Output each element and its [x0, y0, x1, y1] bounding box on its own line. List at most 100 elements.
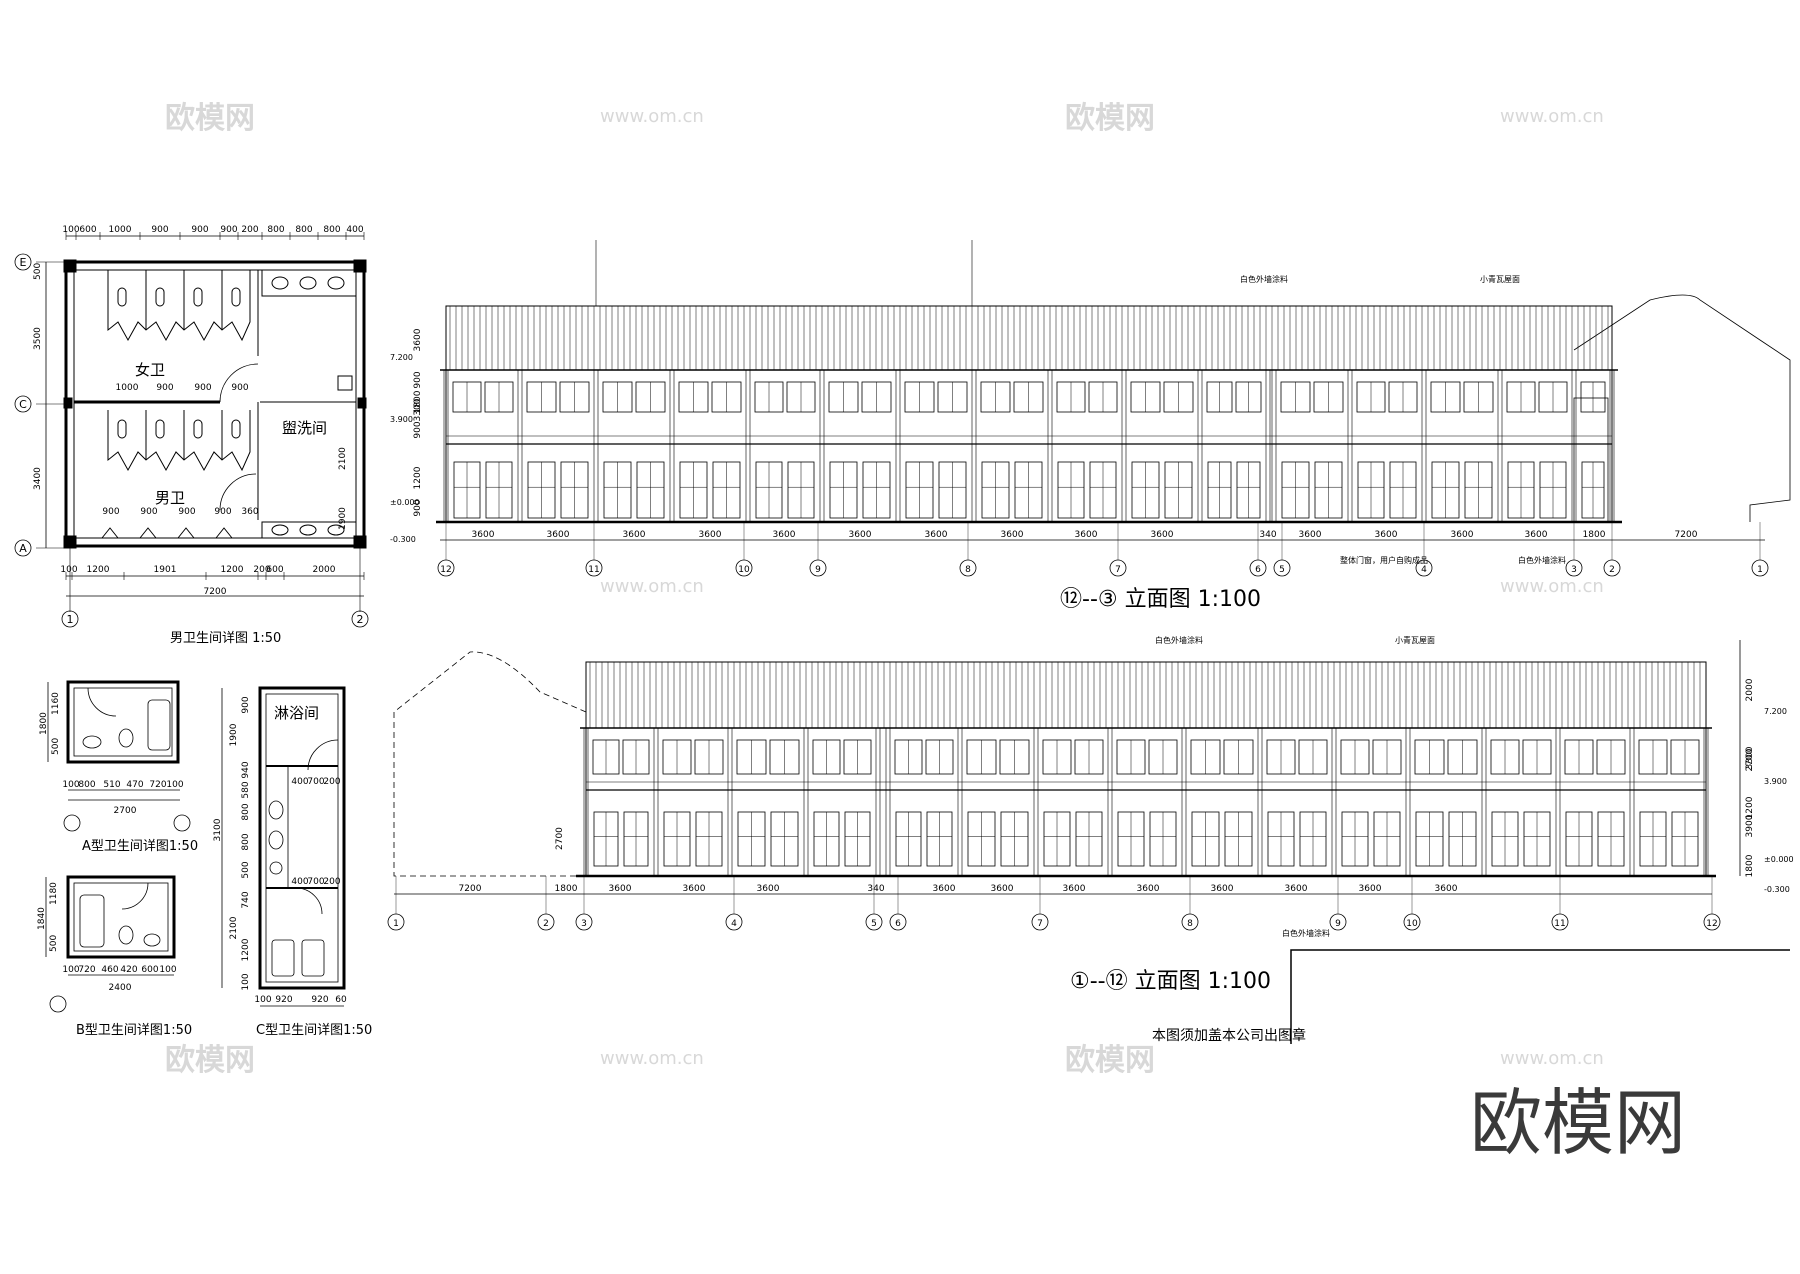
dim-text: 600: [266, 565, 283, 575]
column: [353, 259, 367, 273]
dim-text: 900: [231, 383, 248, 393]
dim-text: 3600: [1285, 884, 1308, 894]
dim-side: 1160: [51, 692, 61, 715]
dim-left: 3500: [33, 327, 43, 350]
dim-text: 420: [120, 965, 137, 975]
axis-bubble: [1109, 559, 1127, 577]
axis-bubble: [387, 913, 405, 931]
dim-side: 1180: [49, 882, 59, 905]
elevation-12-3-labels: 白色外墙涂料 小青瓦屋面 整体门窗，用户自购成品 白色外墙涂料 7.200 3.…: [390, 274, 1763, 612]
column: [357, 397, 367, 409]
dim-vertical: 2100: [338, 447, 348, 470]
bathtub: [271, 939, 295, 977]
pillar: [803, 727, 809, 877]
axis-label: 1: [1757, 565, 1763, 575]
axis-bubble: [809, 559, 827, 577]
dim-text: 900: [413, 371, 423, 388]
axis-bubble: [351, 610, 369, 628]
dim-text: 3600: [1063, 884, 1086, 894]
axis-label: 6: [1255, 565, 1261, 575]
dim-text: 3600: [413, 328, 423, 351]
door-swing: [307, 739, 339, 771]
axis-label: 12: [1706, 919, 1717, 929]
bathtub: [147, 699, 171, 751]
axis-bubble: [1751, 559, 1769, 577]
dim-text: 900: [102, 507, 119, 517]
dim-text: 2000: [1745, 678, 1755, 701]
dim-text: 60: [335, 995, 347, 1005]
pillar: [593, 369, 599, 523]
axis-label: 11: [588, 565, 599, 575]
dim-text: 900: [214, 507, 231, 517]
axis-label: 7: [1115, 565, 1121, 575]
floor-drain: [337, 375, 353, 391]
dim-text: 470: [126, 780, 143, 790]
pillar: [1405, 727, 1411, 877]
pillar: [1197, 369, 1203, 523]
column: [63, 397, 73, 409]
dim-text: 3600: [699, 530, 722, 540]
detail-b: [45, 875, 176, 1013]
bathtub: [79, 894, 105, 948]
elevation-1-12: [387, 640, 1741, 931]
level: ±0.000: [390, 498, 420, 507]
pillar: [1121, 369, 1127, 523]
axis-bubble: [735, 559, 753, 577]
dim-text: 100: [241, 973, 251, 990]
pillar: [517, 369, 523, 523]
axis-bubble: [1551, 913, 1569, 931]
dim-text: 3600: [1137, 884, 1160, 894]
axis-label: 7: [1037, 919, 1043, 929]
dim-text: 1200: [241, 938, 251, 961]
dim-text: 3600: [547, 530, 570, 540]
note: 整体门窗，用户自购成品: [1340, 555, 1428, 565]
pillar: [875, 727, 881, 877]
dim-text: 900: [156, 383, 173, 393]
dim-text: 3600: [933, 884, 956, 894]
axis-label: 4: [731, 919, 737, 929]
axis-label: 3: [1571, 565, 1577, 575]
pillar: [1257, 727, 1263, 877]
axis-bubble: [537, 913, 555, 931]
toilet: [268, 800, 284, 820]
pillar: [1629, 727, 1635, 877]
watermark-url: www.om.cn: [1500, 106, 1604, 127]
dim-text: 1200: [1745, 796, 1755, 819]
pillar: [1331, 727, 1337, 877]
detail-b-title: B型卫生间详图1:50: [76, 1023, 192, 1038]
dim-text: 3600: [623, 530, 646, 540]
stair-enclosure: [1573, 397, 1609, 523]
dim-text: 3600: [1075, 530, 1098, 540]
dim-total: 7200: [430, 0, 453, 3]
axis-bubble: [14, 253, 32, 271]
dim-text: 100: [62, 965, 79, 975]
pillar: [1107, 727, 1113, 877]
axis-bubble: [889, 913, 907, 931]
axis-bubble: [1403, 913, 1421, 931]
dim-text: 3600: [1359, 884, 1382, 894]
dim-text: 3600: [1375, 530, 1398, 540]
level: 3.900: [1764, 777, 1787, 786]
axis-label: 8: [1187, 919, 1193, 929]
cubicles-male: [107, 410, 251, 472]
dim-text: 900: [413, 421, 423, 438]
pillar: [1265, 369, 1271, 523]
plan-inner-wall: [73, 269, 357, 539]
column: [63, 535, 77, 549]
axis-bubble: [1181, 913, 1199, 931]
axis-label: 10: [738, 565, 750, 575]
axis-label: 2: [357, 613, 364, 626]
room-label-female: 女卫: [135, 361, 165, 379]
dim-text: 3300: [413, 398, 423, 421]
dim-left: 500: [33, 263, 43, 280]
wash-basins-bottom: [261, 521, 357, 539]
dim-text: 800: [295, 225, 312, 235]
dim-text: 200: [323, 877, 340, 887]
wash-basins-top: [261, 269, 357, 297]
axis-label: 8: [965, 565, 971, 575]
dim-text: 800: [78, 780, 95, 790]
dim-text: 200: [241, 225, 258, 235]
dim-text: 3600: [472, 530, 495, 540]
